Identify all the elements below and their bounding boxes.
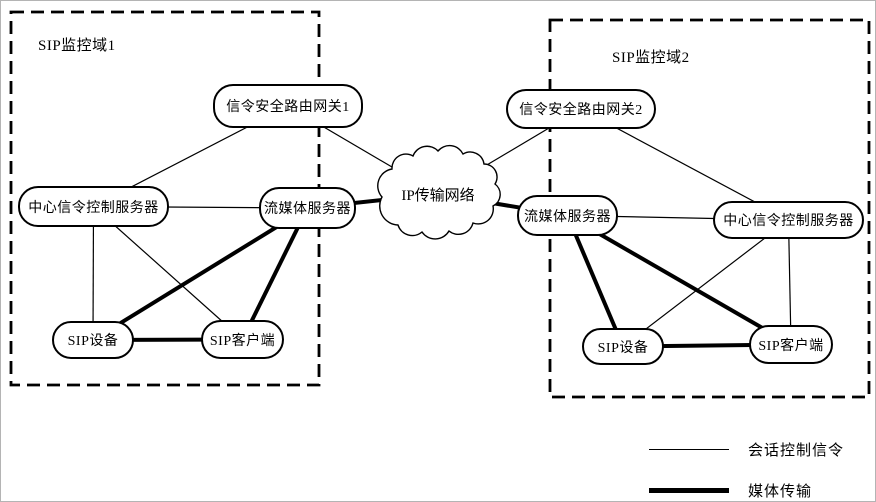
edge-media-media-server-1--sip-client-1 [240, 207, 310, 341]
legend-media-label: 媒体传输 [748, 484, 813, 500]
node-media-server-1: 流媒体服务器 [259, 187, 356, 229]
node-sip-device-2: SIP设备 [582, 328, 664, 365]
edge-signal-central-server-1--sip-client-1 [93, 206, 243, 340]
ip-network-label: IP传输网络 [401, 188, 475, 204]
cloud-outline [377, 144, 501, 240]
edge-signal-central-server-2--sip-device-2 [622, 219, 789, 347]
legend-row-signal: 会话控制信令 [649, 439, 844, 460]
edge-media-media-server-2--sip-device-2 [565, 214, 625, 348]
edge-signal-central-server-1--sip-device-1 [92, 206, 95, 341]
node-signaling-gateway-2: 信令安全路由网关2 [506, 89, 656, 129]
legend-media-line [649, 488, 729, 493]
node-central-server-2: 中心信令控制服务器 [713, 201, 864, 239]
node-sip-client-1: SIP客户端 [201, 320, 284, 359]
node-central-server-1: 中心信令控制服务器 [18, 186, 169, 227]
domain-label-sip-domain-1: SIP监控域1 [38, 38, 116, 54]
legend-row-media: 媒体传输 [649, 480, 812, 501]
node-sip-client-2: SIP客户端 [749, 325, 833, 364]
node-signaling-gateway-1: 信令安全路由网关1 [213, 84, 363, 128]
legend-signal-label: 会话控制信令 [748, 443, 845, 459]
edge-signal-central-server-2--sip-client-2 [787, 219, 792, 345]
ip-network-cloud-shape [377, 144, 501, 240]
node-sip-device-1: SIP设备 [52, 321, 134, 359]
edge-media-media-server-2--sip-client-2 [566, 213, 792, 347]
domain-label-sip-domain-2: SIP监控域2 [612, 50, 690, 66]
node-media-server-2: 流媒体服务器 [517, 195, 618, 236]
edge-media-media-server-1--sip-device-1 [91, 206, 309, 342]
legend-signal-line [649, 448, 729, 451]
